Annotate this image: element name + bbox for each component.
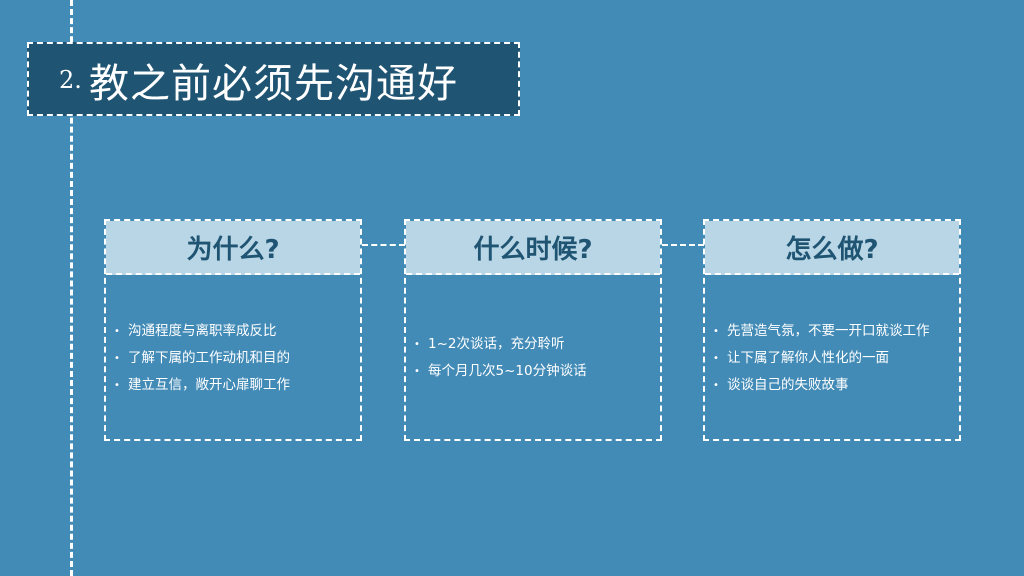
bullet-icon: • (713, 325, 719, 337)
bullet-text: 了解下属的工作动机和目的 (128, 349, 290, 366)
connector-line-2 (662, 244, 704, 246)
bullet-text: 谈谈自己的失败故事 (727, 376, 849, 393)
list-item: • 先营造气氛，不要一开口就谈工作 (713, 318, 959, 345)
card-heading: 什么时候? (406, 221, 660, 275)
title-number: 2. (59, 66, 82, 94)
bullet-icon: • (114, 325, 120, 337)
bullet-text: 建立互信，敞开心扉聊工作 (128, 376, 290, 393)
list-item: • 每个月几次5~10分钟谈话 (414, 358, 660, 385)
bullet-icon: • (114, 379, 120, 391)
connector-line-1 (362, 244, 405, 246)
card-heading: 为什么? (106, 221, 360, 275)
bullet-icon: • (114, 352, 120, 364)
bullet-text: 1~2次谈话，充分聆听 (428, 336, 565, 352)
list-item: • 1~2次谈话，充分聆听 (414, 331, 660, 358)
bullet-icon: • (713, 379, 719, 391)
bullet-list: • 1~2次谈话，充分聆听 • 每个月几次5~10分钟谈话 (414, 331, 660, 385)
bullet-icon: • (414, 339, 420, 350)
card-why: 为什么? • 沟通程度与离职率成反比 • 了解下属的工作动机和目的 • 建立互信，敞开… (104, 219, 362, 441)
list-item: • 建立互信，敞开心扉聊工作 (114, 372, 360, 399)
bullet-text: 让下属了解你人性化的一面 (727, 349, 889, 366)
card-when: 什么时候? • 1~2次谈话，充分聆听 • 每个月几次5~10分钟谈话 (404, 219, 662, 441)
bullet-list: • 沟通程度与离职率成反比 • 了解下属的工作动机和目的 • 建立互信，敞开心扉聊工作 (114, 318, 360, 399)
bullet-text: 沟通程度与离职率成反比 (128, 322, 277, 339)
bullet-list: • 先营造气氛，不要一开口就谈工作 • 让下属了解你人性化的一面 • 谈谈自己的失败故… (713, 318, 959, 399)
title-box: 2. 教之前必须先沟通好 (27, 42, 520, 116)
card-body: • 1~2次谈话，充分聆听 • 每个月几次5~10分钟谈话 (406, 275, 660, 441)
list-item: • 了解下属的工作动机和目的 (114, 345, 360, 372)
bullet-text: 先营造气氛，不要一开口就谈工作 (727, 322, 930, 339)
card-heading: 怎么做? (705, 221, 959, 275)
bullet-text: 每个月几次5~10分钟谈话 (428, 363, 587, 379)
list-item: • 谈谈自己的失败故事 (713, 372, 959, 399)
slide-title: 教之前必须先沟通好 (89, 61, 458, 107)
list-item: • 沟通程度与离职率成反比 (114, 318, 360, 345)
card-how: 怎么做? • 先营造气氛，不要一开口就谈工作 • 让下属了解你人性化的一面 • 谈谈自… (703, 219, 961, 441)
dashed-vertical-line (70, 0, 73, 576)
bullet-icon: • (414, 366, 420, 377)
card-body: • 沟通程度与离职率成反比 • 了解下属的工作动机和目的 • 建立互信，敞开心扉聊工作 (106, 275, 360, 441)
card-body: • 先营造气氛，不要一开口就谈工作 • 让下属了解你人性化的一面 • 谈谈自己的失败故… (705, 275, 959, 441)
bullet-icon: • (713, 352, 719, 364)
list-item: • 让下属了解你人性化的一面 (713, 345, 959, 372)
